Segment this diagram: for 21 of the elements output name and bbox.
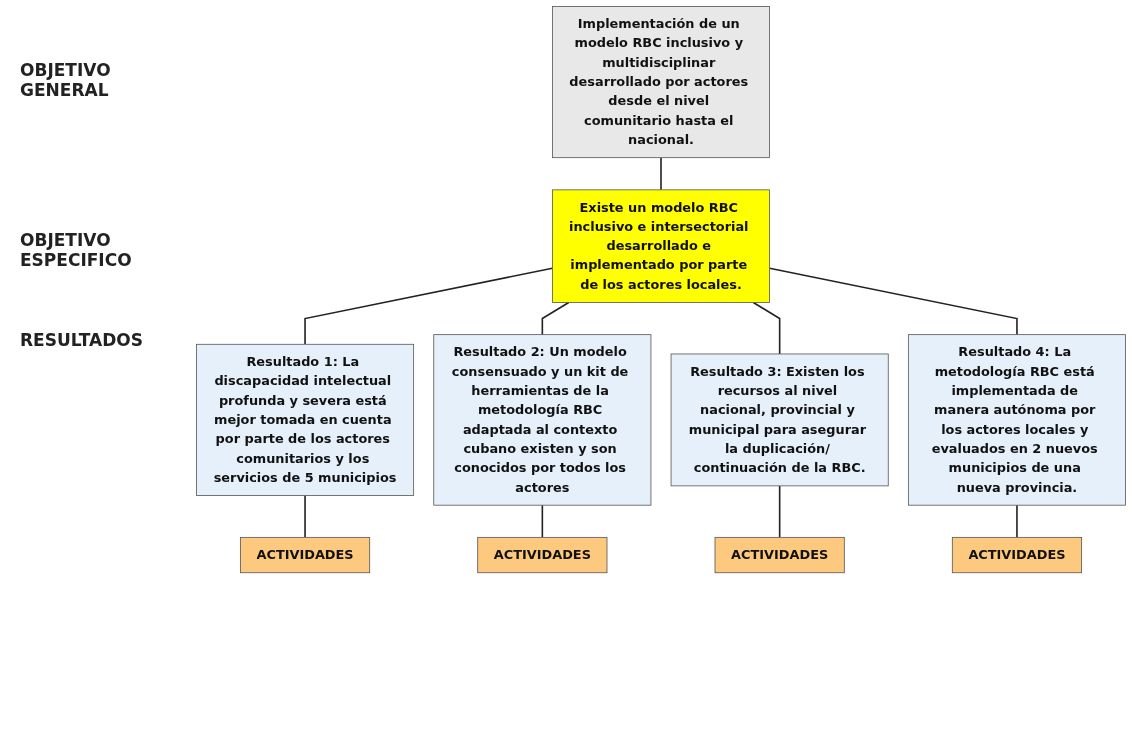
node-box: Resultado 1: La discapacidad intelectual profunda y severa está mejor tomada en cuenta por parte de los actores comunitarios y los servicios de 5 municipios xyxy=(196,343,415,496)
level-label: OBJETIVO ESPECIFICO xyxy=(20,230,133,270)
node-box: ACTIVIDADES xyxy=(714,536,845,574)
connector xyxy=(304,494,306,539)
connector xyxy=(541,301,570,336)
node-box: ACTIVIDADES xyxy=(240,536,371,574)
connector xyxy=(541,504,544,539)
node-box: Resultado 4: La metodología RBC está implementada de manera autónoma por los actores locales y evaluados en 2 nuevos municipios de una nueva provincia. xyxy=(907,334,1126,506)
node-box: ACTIVIDADES xyxy=(951,536,1082,574)
node-box: Existe un modelo RBC inclusivo e intersectorial desarrollado e implementado por parte de los actores locales. xyxy=(552,189,770,303)
connector xyxy=(1016,504,1018,539)
level-label: RESULTADOS xyxy=(20,330,144,350)
level-label: OBJETIVO GENERAL xyxy=(20,60,112,100)
node-box: Implementación de un modelo RBC inclusivo y multidisciplinar desarrollado por actores desde el nivel comunitario hasta el nacional. xyxy=(552,6,770,159)
connector xyxy=(768,267,1018,336)
connector xyxy=(778,485,781,539)
node-box: Resultado 2: Un modelo consensuado y un kit de herramientas de la metodología RBC adaptada al contexto cubano existen y son conocidos por todos los actores xyxy=(433,334,652,506)
connector xyxy=(660,156,662,191)
connector xyxy=(304,267,554,346)
node-box: Resultado 3: Existen los recursos al nivel nacional, provincial y municipal para asegurar la duplicación/ continuación de la RBC. xyxy=(670,353,889,487)
node-box: ACTIVIDADES xyxy=(477,536,608,574)
